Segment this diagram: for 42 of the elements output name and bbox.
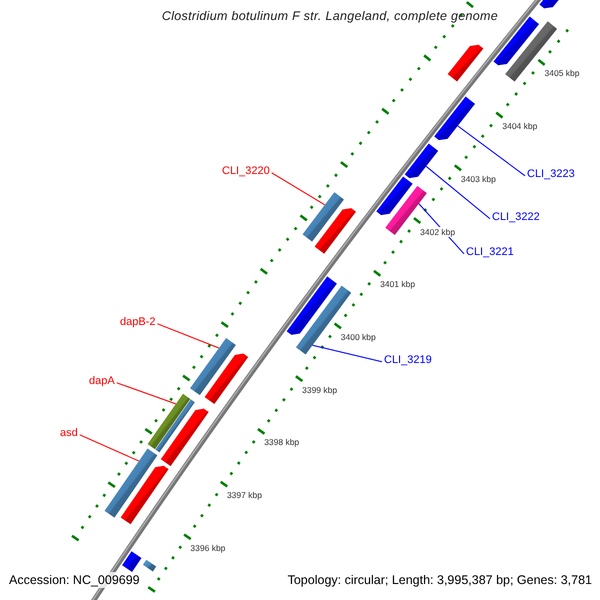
gene-feature: [120, 466, 169, 524]
gene-feature: [148, 394, 190, 450]
leader-line: [426, 166, 490, 220]
scale-label: 3405 kbp: [544, 68, 580, 78]
scale-label: 3402 kbp: [420, 226, 456, 237]
gene-label: CLI_3222: [492, 211, 540, 224]
gene-label: CLI_3219: [384, 354, 432, 367]
scale-label: 3397 kbp: [226, 490, 262, 500]
gene-feature: [155, 399, 195, 452]
gene-label: CLI_3221: [466, 246, 514, 259]
gene-label: dapB-2: [120, 316, 156, 329]
leader-line: [271, 172, 326, 206]
gene-feature: [314, 208, 356, 254]
leader-line: [79, 434, 140, 462]
gene-feature: [104, 448, 158, 518]
gene-feature: [404, 143, 438, 178]
genome-stats-text: Topology: circular; Length: 3,995,387 bp; Genes: 3,781: [288, 573, 592, 587]
leader-line: [156, 323, 220, 348]
gene-feature: [286, 276, 337, 335]
scale-label: 3401 kbp: [380, 279, 416, 290]
title: Clostridium botulinum F str. Langeland, complete genome: [160, 9, 498, 23]
scale-label: 3398 kbp: [264, 437, 300, 448]
gene-label: CLI_3223: [527, 168, 575, 181]
gene-feature: [376, 176, 413, 216]
gene-feature: [190, 338, 236, 396]
scale-label: 3396 kbp: [190, 542, 226, 553]
scale-label: 3403 kbp: [460, 174, 496, 184]
gene-feature: [302, 192, 344, 242]
leader-line: [312, 344, 382, 362]
leader-line: [116, 382, 176, 404]
gene-label: CLI_3220: [222, 165, 270, 178]
gene-feature: [160, 408, 209, 466]
gene-feature: [448, 44, 484, 82]
scale-label: 3399 kbp: [302, 384, 338, 395]
gene-label: asd: [60, 427, 78, 440]
scale-label: 3400 kbp: [340, 332, 376, 342]
leader-line: [457, 125, 526, 176]
gene-label: dapA: [89, 375, 115, 388]
gene-feature: [142, 560, 156, 572]
scale-label: 3404 kbp: [502, 121, 538, 132]
gene-feature: [204, 353, 248, 404]
gene-feature: [434, 96, 476, 140]
